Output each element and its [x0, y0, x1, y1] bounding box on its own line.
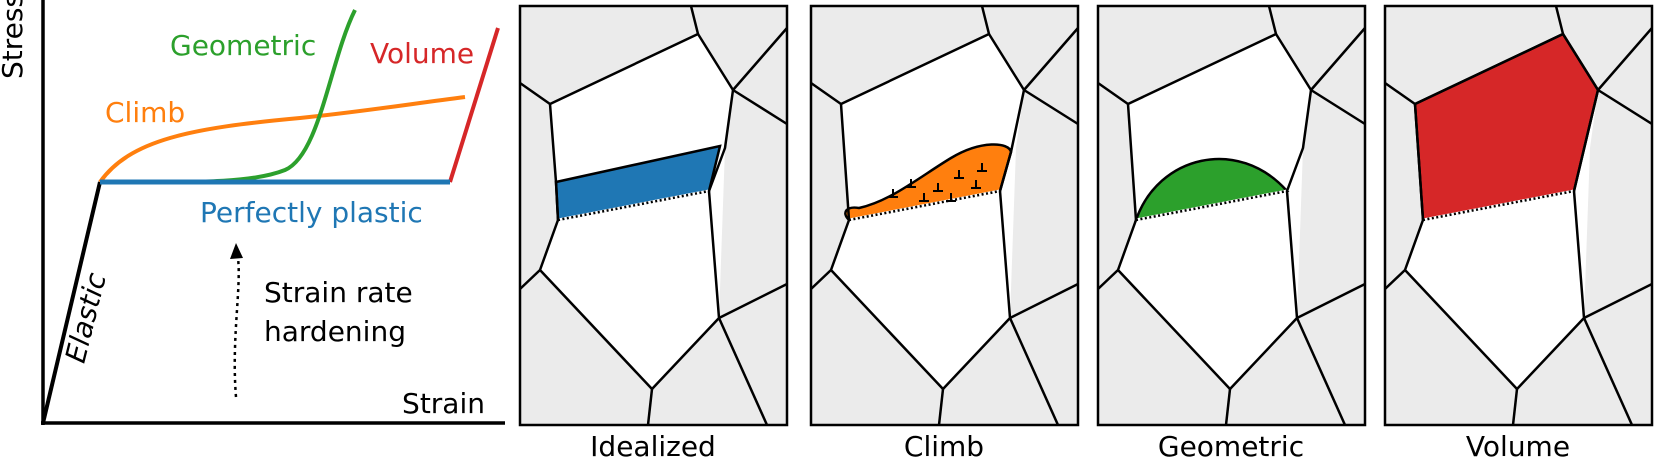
- volume-curve: [448, 27, 500, 183]
- grain-boundary: [830, 89, 1026, 391]
- grain-boundary: [1554, 5, 1565, 35]
- center-grains: [1118, 34, 1311, 389]
- grain-boundary: [1583, 282, 1653, 320]
- grain-boundary: [1295, 317, 1347, 426]
- grain-boundary: [1008, 317, 1060, 426]
- grain-boundary: [539, 89, 735, 391]
- panel-idealized: [518, 4, 789, 427]
- grain-boundary: [732, 88, 788, 126]
- gb-dotted: [848, 189, 1001, 222]
- panel-frame: [518, 4, 789, 427]
- volume-label: Volume: [370, 37, 474, 70]
- grain-boundary: [1097, 103, 1138, 290]
- grain-boundary: [1582, 317, 1634, 426]
- geometric-label: Geometric: [170, 29, 316, 62]
- x-axis-label: Strain: [402, 387, 485, 420]
- panel-frame: [1096, 4, 1367, 427]
- grain-boundary: [1384, 103, 1425, 290]
- gb-dotted: [1422, 189, 1575, 222]
- grain-boundary: [717, 317, 769, 426]
- grain-boundary: [689, 5, 700, 35]
- panel-frame: [809, 4, 1080, 427]
- y-axis-label: Stress: [0, 0, 29, 79]
- grain-boundary: [1009, 282, 1079, 320]
- caption-volume: Volume: [1466, 430, 1570, 463]
- grain-boundary: [1267, 5, 1278, 35]
- grain-boundary: [1023, 88, 1079, 126]
- stress-strain-plot: Stress Strain Elastic Geometric Volume C…: [0, 0, 505, 425]
- grain-boundary: [937, 388, 945, 426]
- caption-idealized: Idealized: [590, 430, 716, 463]
- grain-boundary: [1310, 88, 1366, 126]
- panel-climb: [809, 4, 1080, 427]
- climb-label: Climb: [105, 96, 185, 129]
- center-grains: [540, 34, 733, 389]
- perfectly-plastic-label: Perfectly plastic: [200, 196, 423, 229]
- panel-volume: [1383, 4, 1654, 427]
- grain-boundary: [519, 103, 560, 290]
- grain-boundary: [1511, 388, 1519, 426]
- caption-climb: Climb: [904, 430, 984, 463]
- grain-boundary: [980, 5, 991, 35]
- grain-boundary: [718, 282, 788, 320]
- gb-dotted: [1135, 189, 1288, 222]
- grain-boundary: [1296, 282, 1366, 320]
- annotation-line2: hardening: [264, 315, 406, 348]
- annotation-line1: Strain rate: [264, 276, 413, 309]
- panel-geometric: [1096, 4, 1367, 427]
- dislocation-symbols: [888, 163, 987, 202]
- grain-boundary: [810, 103, 851, 290]
- center-grains: [831, 34, 1024, 389]
- strain-rate-arrowhead: [230, 243, 243, 259]
- strain-rate-arrow: [233, 251, 240, 398]
- elastic-line: [41, 181, 102, 424]
- grain-boundary: [646, 388, 654, 426]
- grain-boundary: [1597, 88, 1653, 126]
- gb-region: [1134, 157, 1290, 222]
- gb-dotted: [557, 189, 710, 222]
- grain-boundary: [1224, 388, 1232, 426]
- panel-frame: [1383, 4, 1654, 427]
- climb-curve: [98, 95, 466, 184]
- caption-geometric: Geometric: [1158, 430, 1304, 463]
- grain-boundary: [1117, 89, 1313, 391]
